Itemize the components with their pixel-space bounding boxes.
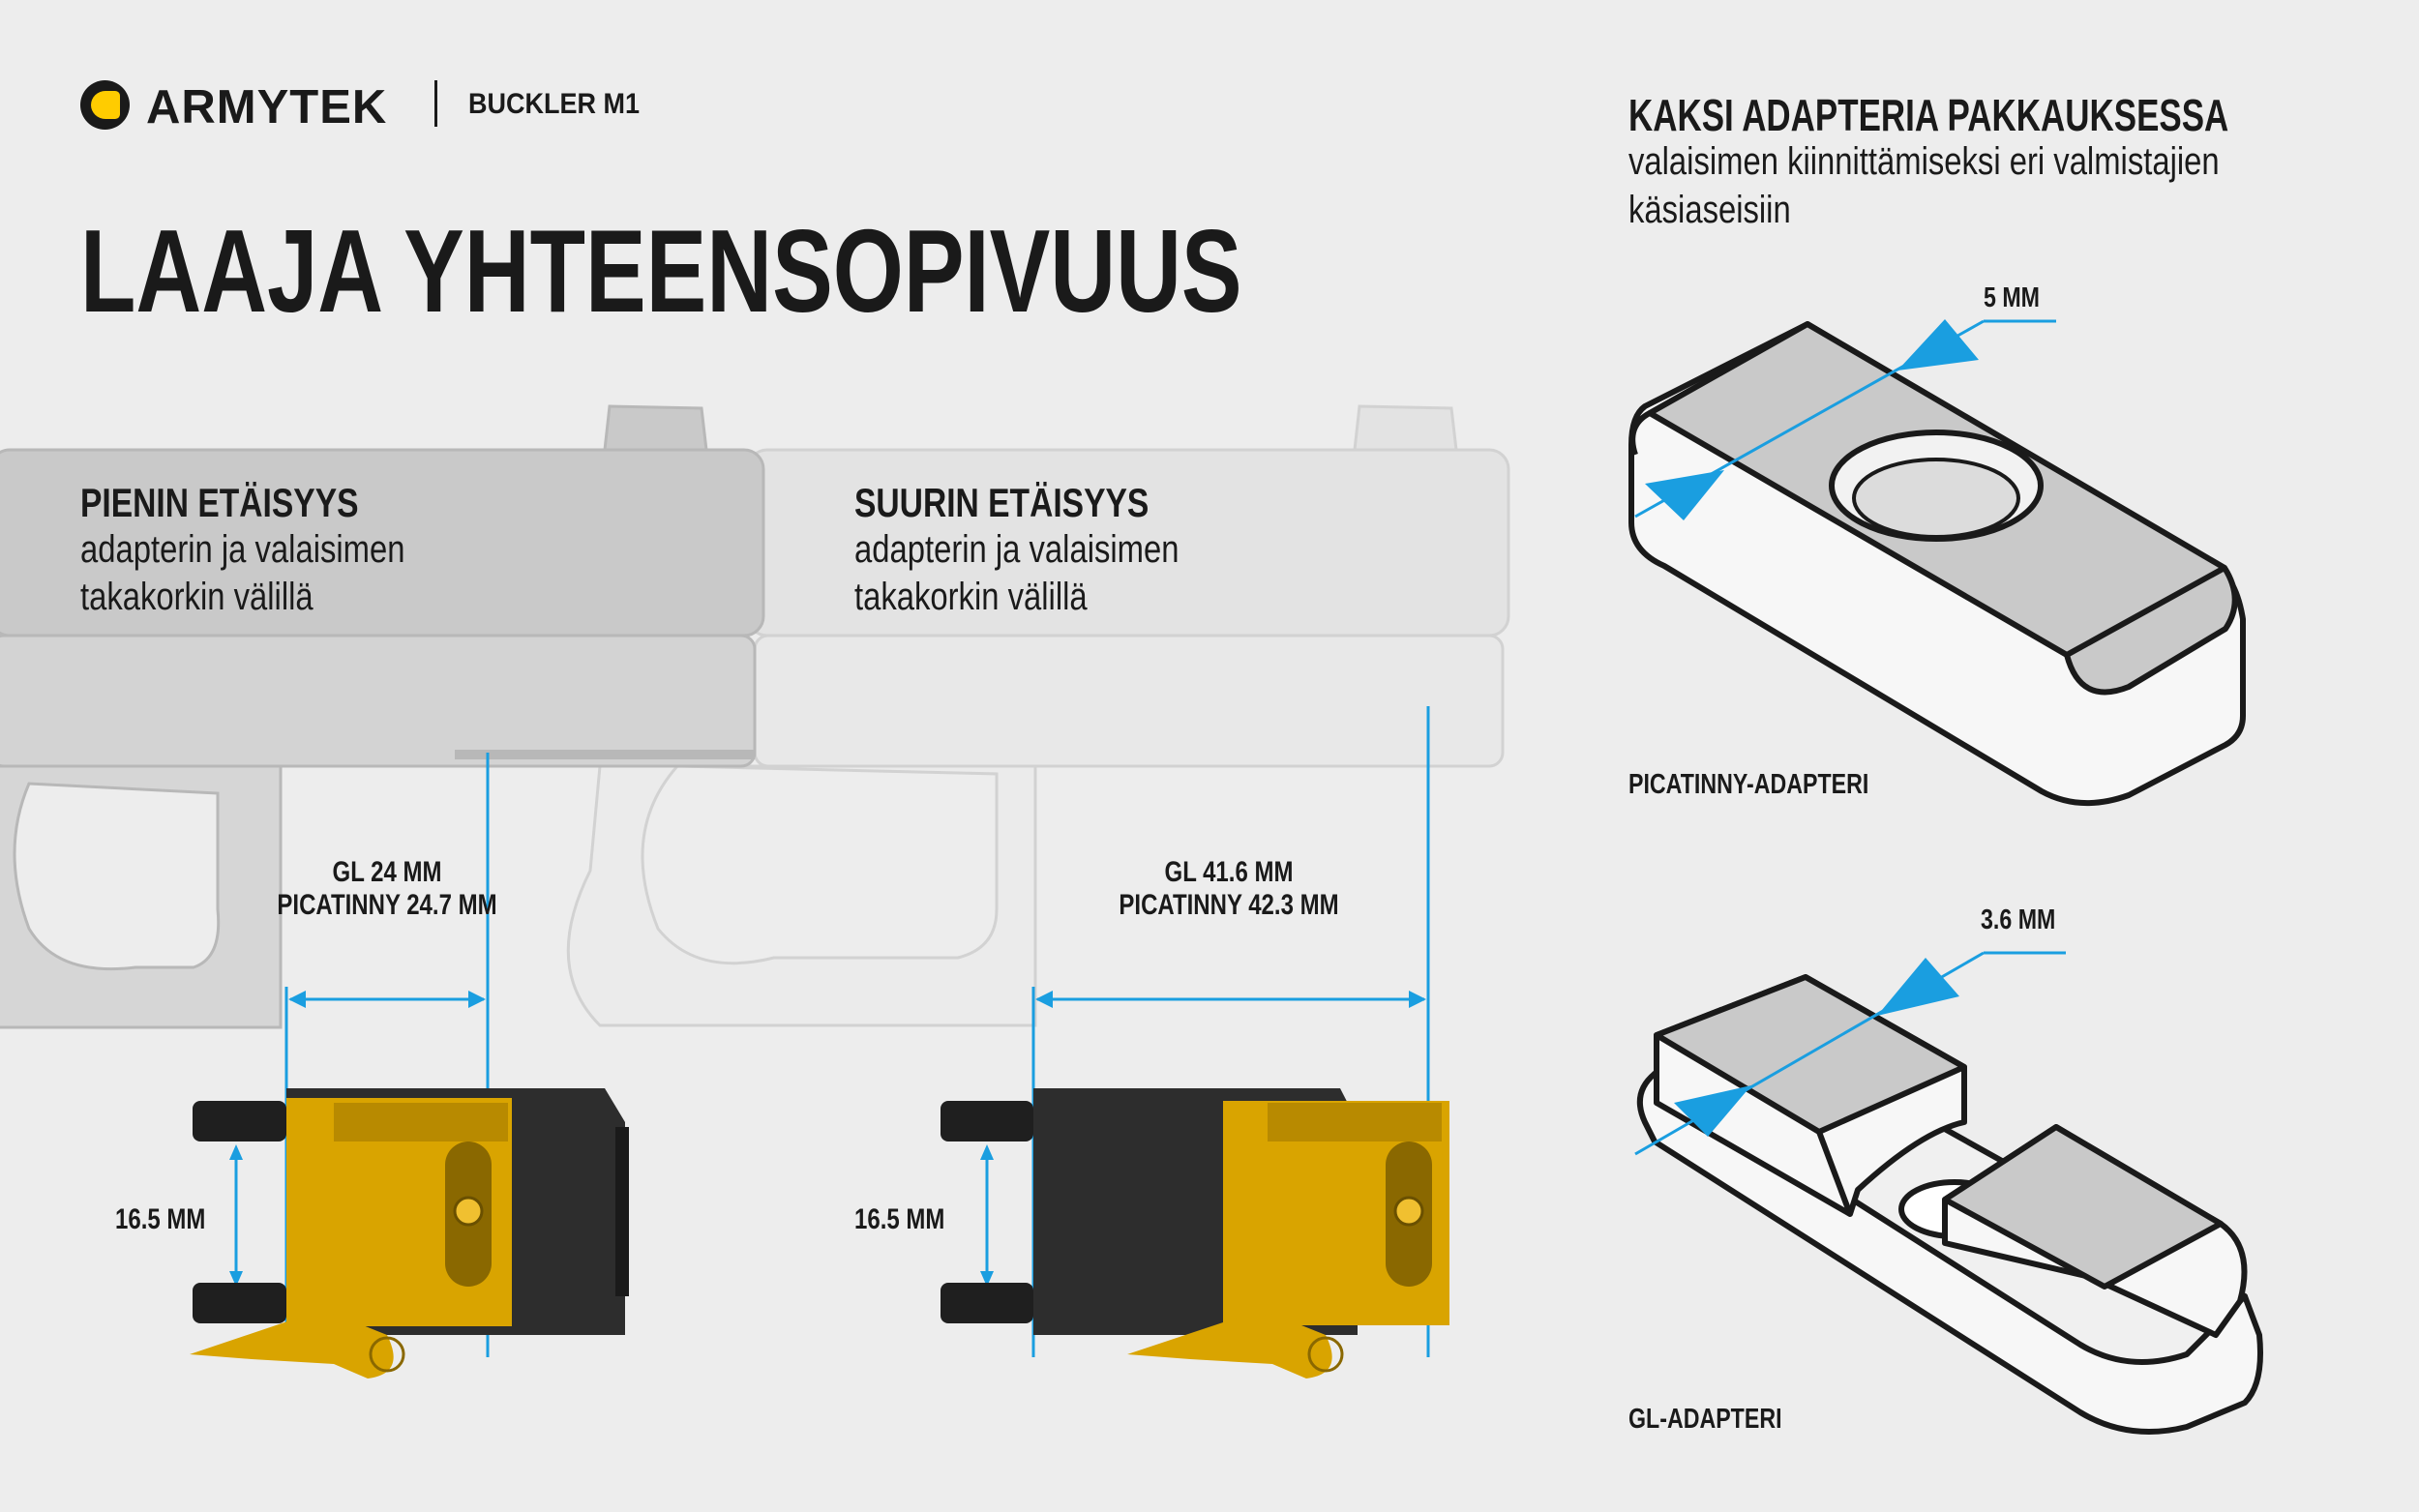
adapters-line2: käsiaseisiin <box>1628 189 1791 231</box>
min-picatinny-dimension: PICATINNY 24.7 MM <box>277 889 497 921</box>
page-title: LAAJA YHTEENSOPIVUUS <box>80 205 1242 337</box>
picatinny-thickness-dimension: 5 MM <box>1984 282 2040 313</box>
max-gl-dimension: GL 41.6 MM <box>1164 856 1294 888</box>
max-distance-heading: SUURIN ETÄISYYS <box>854 480 1150 525</box>
gl-dimension-arrows <box>1634 951 2066 1156</box>
min-distance-heading: PIENIN ETÄISYYS <box>80 480 359 525</box>
min-distance-line1: adapterin ja valaisimen <box>80 528 405 571</box>
max-height-dimension: 16.5 MM <box>854 1203 945 1235</box>
picatinny-adapter-label: PICATINNY-ADAPTERI <box>1628 769 1869 800</box>
flashlight-min <box>190 1088 629 1379</box>
gl-thickness-dimension: 3.6 MM <box>1981 904 2056 935</box>
product-name: BUCKLER M1 <box>468 88 641 120</box>
max-distance-line2: takakorkin välillä <box>854 576 1088 618</box>
header-divider <box>434 80 437 127</box>
gl-adapter-label: GL-ADAPTERI <box>1628 1404 1782 1435</box>
brand-logo-icon <box>80 80 130 130</box>
max-distance-line1: adapterin ja valaisimen <box>854 528 1180 571</box>
picatinny-dimension-arrows <box>1634 319 2056 520</box>
pistol-silhouette-min <box>0 404 765 1029</box>
min-height-dimension: 16.5 MM <box>115 1203 206 1235</box>
gl-adapter-drawing <box>1636 974 2263 1435</box>
picatinny-adapter-drawing <box>1628 321 2246 807</box>
max-picatinny-dimension: PICATINNY 42.3 MM <box>1119 889 1339 921</box>
flashlight-max <box>941 1088 1449 1379</box>
pistol-silhouette-max <box>566 404 1510 1027</box>
adapters-line1: valaisimen kiinnittämiseksi eri valmista… <box>1628 140 2220 183</box>
min-gl-dimension: GL 24 MM <box>332 856 442 888</box>
min-distance-line2: takakorkin välillä <box>80 576 314 618</box>
brand-name: ARMYTEK <box>146 81 388 133</box>
adapters-heading: KAKSI ADAPTERIA PAKKAUKSESSA <box>1628 90 2229 140</box>
